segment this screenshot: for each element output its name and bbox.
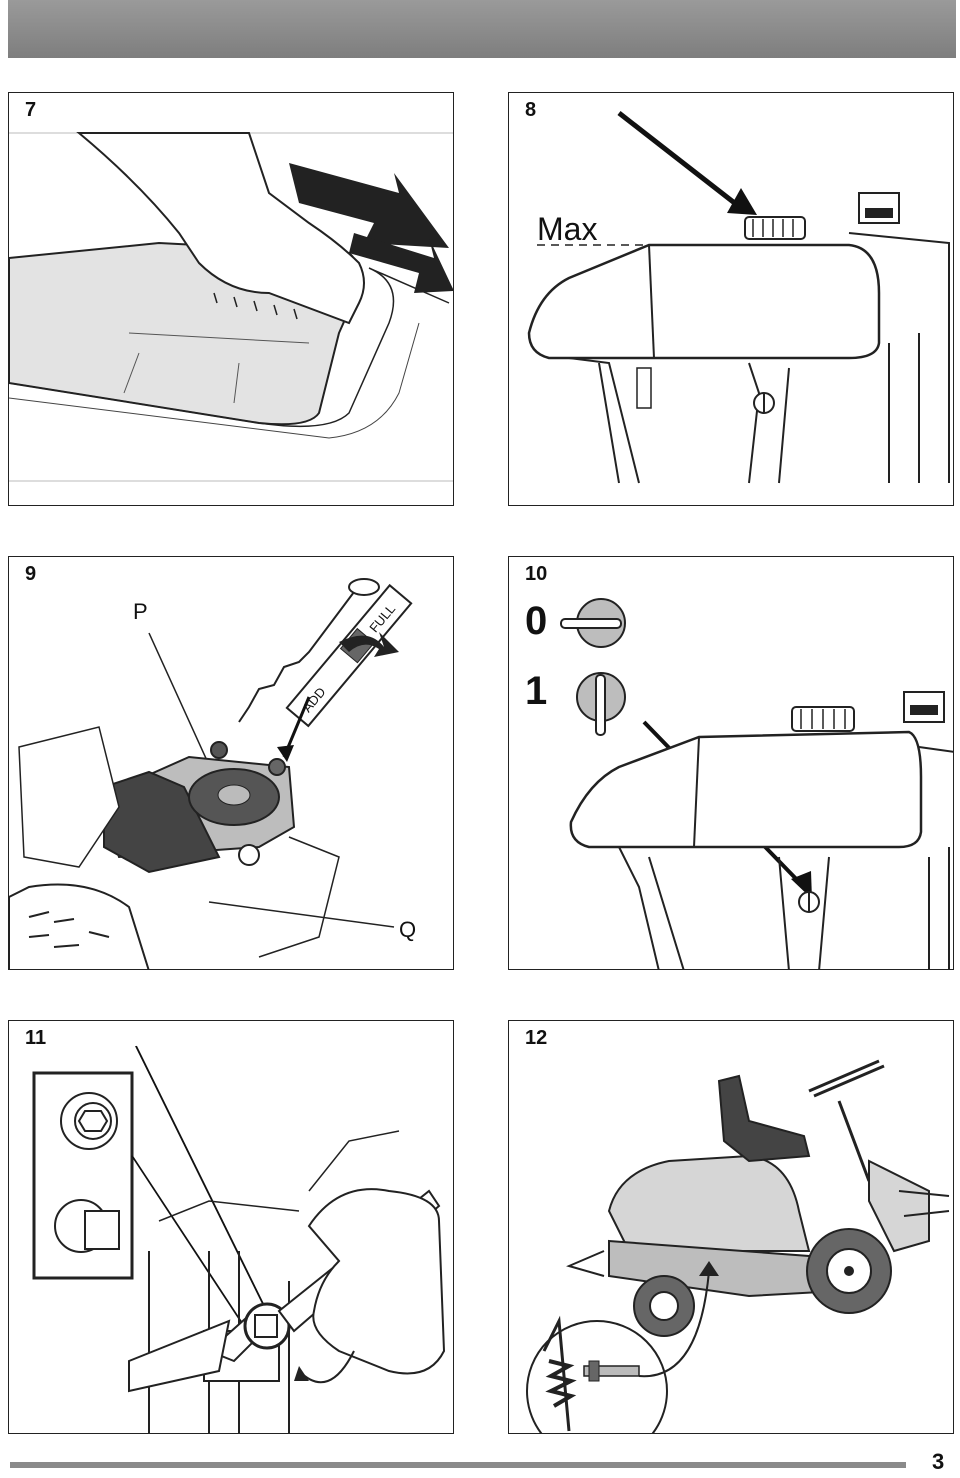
riding-mower-icon [526,1059,950,1433]
p-label: P [133,599,148,624]
figure-panel-10: 10 0 1 [508,556,954,970]
max-label: Max [537,211,598,247]
figure-panel-8: 8 Max [508,92,954,506]
engine-oil-dipstick-icon: ADD FULL [9,578,413,969]
figure-panel-9: 9 P Q ADD FULL [8,556,454,970]
header-bar [8,0,956,58]
figure-number: 7 [25,99,37,121]
footer-bar [10,1462,906,1468]
drain-plug-wrench-icon [32,1045,446,1433]
figure-panel-11: 11 [8,1020,454,1434]
valve-on-label: 1 [525,669,548,713]
figure-number: 10 [525,563,548,585]
q-label: Q [399,917,417,942]
figure-number: 12 [525,1027,548,1049]
figure-panel-12: 12 [508,1020,954,1434]
hand-pushing-seat-icon [9,132,453,482]
valve-off-label: 0 [525,599,548,643]
figure-number: 11 [25,1027,47,1049]
figure-number: 9 [25,563,37,585]
figure-number: 8 [525,99,537,121]
figure-panel-7: 7 [8,92,454,506]
fuel-tank-icon [527,111,950,484]
fuel-valve-icon [560,598,953,969]
page-number: 3 [932,1449,945,1474]
